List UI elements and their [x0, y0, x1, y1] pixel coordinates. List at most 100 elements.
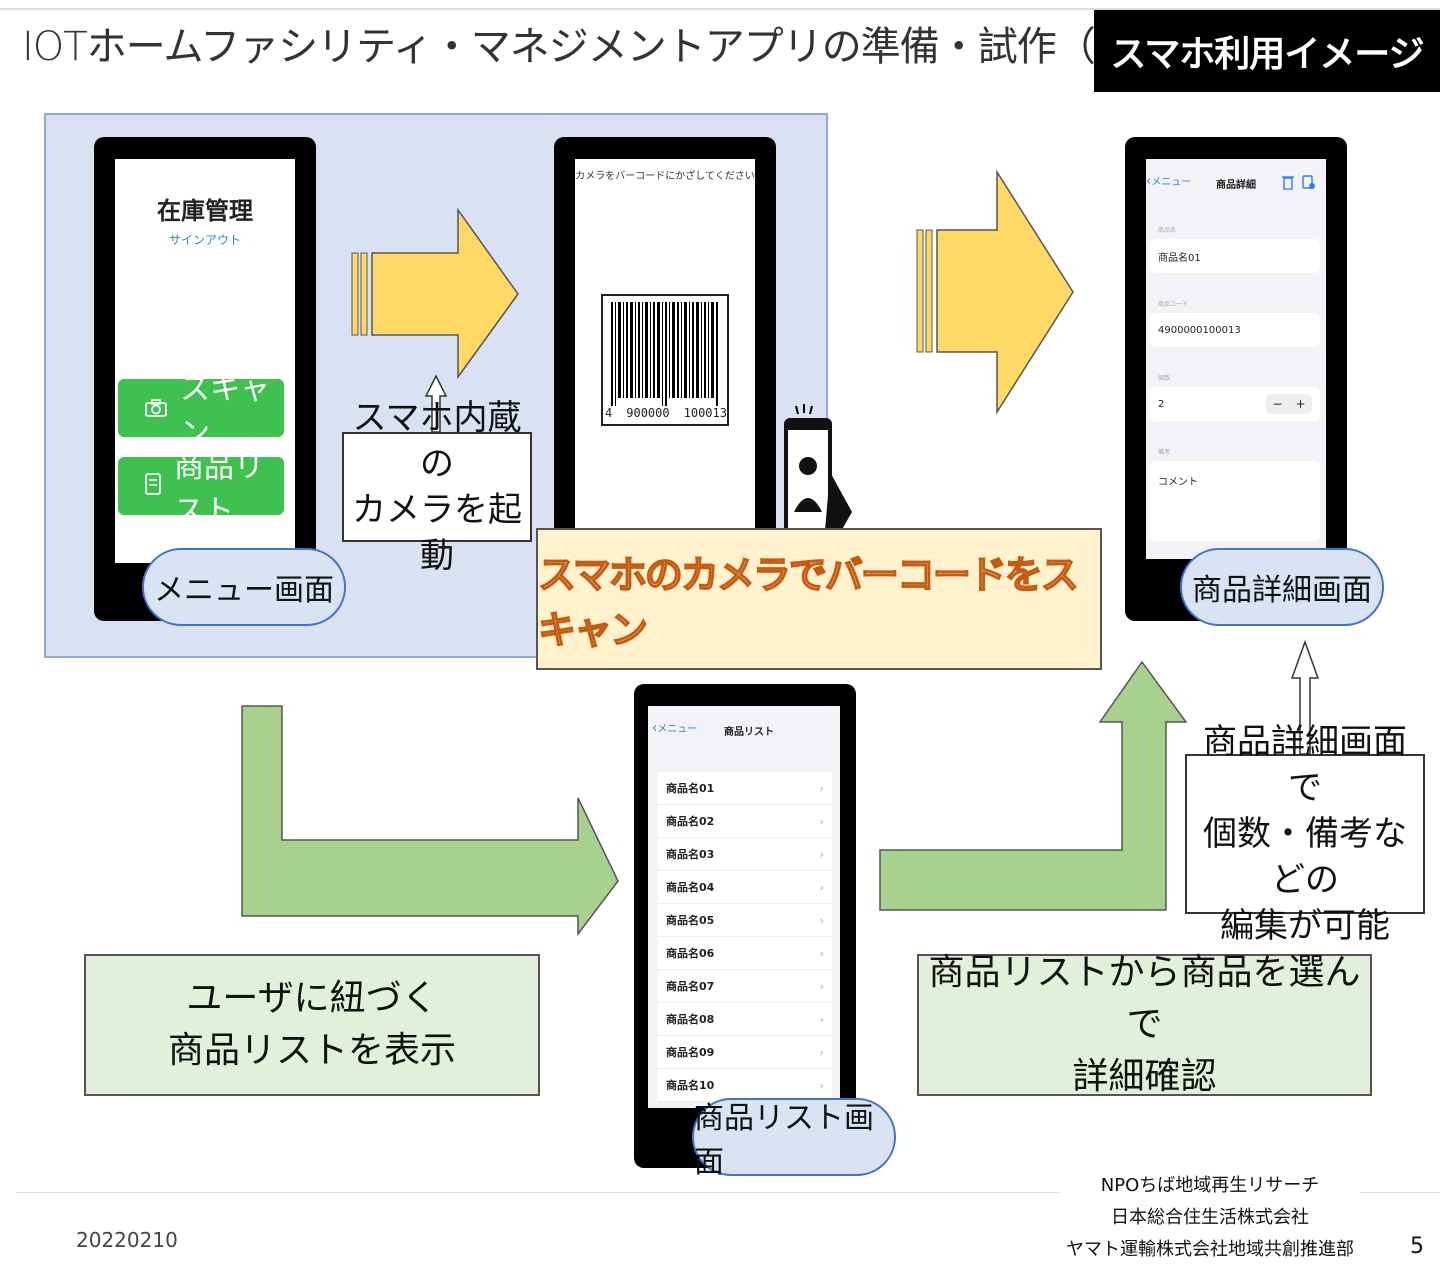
title-badge: スマホ利用イメージ: [1094, 10, 1440, 92]
callout-detail: 商品詳細画面で 個数・備考などの 編集が可能: [1185, 722, 1425, 946]
top-rule: [0, 8, 1440, 10]
green-arrow-up-right: [879, 660, 1188, 911]
footer-org-2: 日本総合住生活株式会社: [1111, 1207, 1309, 1228]
product-list-button[interactable]: 商品リスト: [118, 450, 284, 529]
note-field-label: 備考: [1158, 449, 1171, 456]
chevron-right-icon: ›: [819, 814, 824, 828]
list-item[interactable]: 商品名07 ›: [658, 970, 832, 1003]
detail-screen: ‹メニュー 商品詳細 商品名 商品名01 商品コード 4900000100013…: [1146, 159, 1326, 559]
name-field-label: 商品名: [1158, 227, 1177, 234]
qty-field[interactable]: 2 − +: [1150, 387, 1320, 421]
callout-camera: スマホ内蔵の カメラを起動: [342, 398, 532, 576]
barcode-digits: 4 900000 100013: [605, 406, 727, 420]
list-item-label: 商品名06: [666, 947, 715, 960]
list-item-label: 商品名01: [666, 782, 715, 795]
footer-rule-right: [1360, 1192, 1440, 1193]
product-list: 商品名01›商品名02›商品名03›商品名04›商品名05›商品名06›商品名0…: [658, 772, 832, 1102]
green-box-right-line2: 詳細確認: [1072, 1056, 1217, 1097]
menu-app-title: 在庫管理: [157, 197, 253, 225]
yellow-arrow-1: [351, 207, 519, 380]
scan-banner: スマホのカメラでバーコードをスキャン: [536, 528, 1102, 670]
qty-field-label: 個数: [1158, 375, 1171, 382]
list-nav-title: 商品リスト: [724, 727, 774, 738]
footer-rule-left: [16, 1192, 1060, 1193]
menu-phone: 在庫管理 サインアウト スキャン 商品リスト: [94, 137, 316, 621]
code-field[interactable]: 4900000100013: [1150, 313, 1320, 347]
detail-nav-title: 商品詳細: [1216, 180, 1256, 191]
barcode-digit-group1: 900000: [626, 406, 670, 420]
green-box-right-line1: 商品リストから商品を選んで: [928, 952, 1361, 1045]
menu-screen-label: メニュー画面: [142, 548, 346, 626]
list-item[interactable]: 商品名09 ›: [658, 1036, 832, 1069]
camera-phone: カメラをバーコードにかざしてください 4 900000: [554, 137, 776, 539]
page-number: 5: [1410, 1234, 1424, 1259]
list-back-button[interactable]: ‹メニュー: [652, 720, 697, 736]
footer-date: 20220210: [76, 1228, 178, 1252]
list-screen-label: 商品リスト画面: [692, 1098, 896, 1180]
list-item[interactable]: 商品名06 ›: [658, 937, 832, 970]
list-item-label: 商品名08: [666, 1013, 715, 1026]
chevron-left-icon: ‹: [1146, 174, 1152, 189]
list-phone: ‹メニュー 商品リスト 商品名01›商品名02›商品名03›商品名04›商品名0…: [634, 684, 856, 1168]
scan-button[interactable]: スキャン: [118, 372, 284, 451]
chevron-right-icon: ›: [819, 1078, 824, 1092]
detail-back-label: メニュー: [1151, 177, 1192, 188]
list-item-label: 商品名07: [666, 980, 715, 993]
green-box-left-line1: ユーザに紐づく: [186, 978, 438, 1019]
chevron-left-icon: ‹: [652, 721, 658, 736]
callout-detail-line1: 商品詳細画面で: [1203, 722, 1407, 808]
barcode-bars: [611, 302, 718, 406]
qty-plus-button[interactable]: +: [1295, 397, 1306, 411]
list-item-label: 商品名04: [666, 881, 715, 894]
signout-link[interactable]: サインアウト: [168, 233, 241, 247]
footer-org-3: ヤマト運輸株式会社地域共創推進部: [1066, 1239, 1354, 1260]
footer-org-1: NPOちば地域再生リサーチ: [1100, 1175, 1320, 1196]
note-field[interactable]: コメント: [1150, 461, 1320, 541]
qty-value: 2: [1158, 398, 1165, 410]
chevron-right-icon: ›: [819, 847, 824, 861]
chevron-right-icon: ›: [819, 1012, 824, 1026]
footer-orgs: NPOちば地域再生リサーチ 日本総合住生活株式会社 ヤマト運輸株式会社地域共創推…: [1062, 1170, 1358, 1266]
list-item-label: 商品名09: [666, 1046, 715, 1059]
save-icon[interactable]: [1302, 174, 1316, 190]
list-screen: ‹メニュー 商品リスト 商品名01›商品名02›商品名03›商品名04›商品名0…: [648, 706, 840, 1108]
list-item[interactable]: 商品名02 ›: [658, 805, 832, 838]
name-field[interactable]: 商品名01: [1150, 239, 1320, 273]
list-item-label: 商品名10: [666, 1079, 715, 1092]
list-item[interactable]: 商品名01 ›: [658, 772, 832, 805]
green-box-left: ユーザに紐づく 商品リストを表示: [84, 954, 540, 1096]
scan-button-label: スキャン: [180, 372, 270, 451]
list-item-label: 商品名05: [666, 914, 715, 927]
callout-camera-line2: カメラを起動: [352, 490, 522, 576]
code-field-label: 商品コード: [1158, 301, 1189, 308]
qty-minus-button[interactable]: −: [1272, 397, 1283, 411]
callout-detail-line3: 編集が可能: [1220, 906, 1390, 946]
list-item[interactable]: 商品名05›: [658, 904, 832, 937]
camera-icon: [144, 391, 168, 426]
list-item[interactable]: 商品名03 ›: [658, 838, 832, 871]
chevron-right-icon: ›: [819, 979, 824, 993]
green-box-left-line2: 商品リストを表示: [167, 1030, 456, 1071]
detail-screen-label: 商品詳細画面: [1180, 548, 1384, 626]
chevron-right-icon: ›: [819, 880, 824, 894]
callout-camera-line1: スマホ内蔵の: [352, 398, 522, 484]
detail-back-button[interactable]: ‹メニュー: [1146, 173, 1191, 189]
green-arrow-down-right: [241, 705, 619, 937]
list-item-label: 商品名02: [666, 815, 715, 828]
list-item[interactable]: 商品名08 ›: [658, 1003, 832, 1036]
menu-screen: 在庫管理 サインアウト スキャン 商品リスト: [115, 159, 295, 563]
barcode-frame: 4 900000 100013: [601, 294, 729, 426]
document-icon: [144, 469, 162, 504]
detail-phone: ‹メニュー 商品詳細 商品名 商品名01 商品コード 4900000100013…: [1125, 137, 1347, 621]
trash-icon[interactable]: [1282, 174, 1294, 190]
page-title: IOTホームファシリティ・マネジメントアプリの準備・試作（R3年度）: [22, 24, 1264, 70]
chevron-right-icon: ›: [819, 781, 824, 795]
list-item[interactable]: 商品名04 ›: [658, 871, 832, 904]
list-item[interactable]: 商品名10 ›: [658, 1069, 832, 1102]
barcode-digit-group2: 100013: [683, 406, 727, 420]
chevron-right-icon: ›: [819, 946, 824, 960]
product-list-button-label: 商品リスト: [174, 450, 264, 529]
chevron-right-icon: ›: [819, 1045, 824, 1059]
qty-stepper[interactable]: − +: [1266, 394, 1312, 414]
list-item-label: 商品名03: [666, 848, 715, 861]
